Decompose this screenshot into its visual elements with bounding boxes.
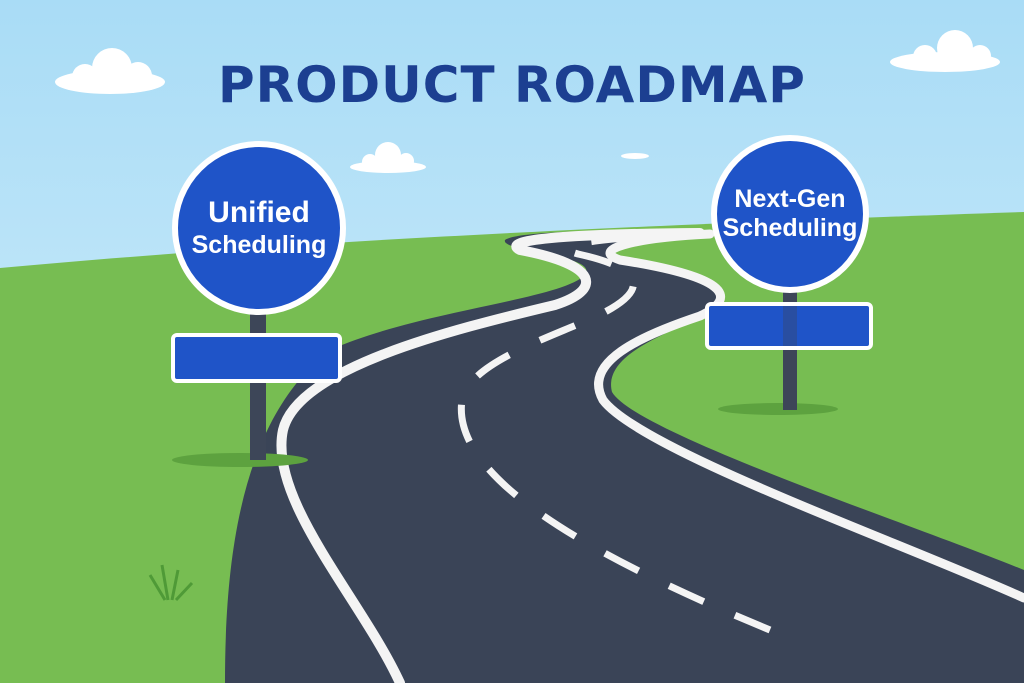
sign-line-1: Next-Gen — [734, 185, 846, 214]
sign-line-2: Scheduling — [191, 230, 327, 259]
sign-unified-scheduling: Unified Scheduling — [172, 141, 346, 315]
cloud-icon — [621, 153, 649, 159]
cloud-icon — [350, 142, 426, 173]
sign-next-gen-scheduling: Next-Gen Scheduling — [711, 135, 869, 293]
left-blank-plaque — [171, 333, 342, 383]
shadows — [172, 403, 838, 467]
page-title: PRODUCT ROADMAP — [218, 56, 806, 114]
cloud-icon — [890, 30, 1000, 72]
grass-tuft-icon — [148, 564, 194, 602]
clouds — [55, 30, 1000, 173]
cloud-icon — [55, 48, 165, 94]
right-blank-plaque — [705, 302, 873, 350]
sign-line-2: Scheduling — [722, 214, 858, 242]
center-line — [457, 229, 772, 634]
road — [225, 228, 1024, 683]
sign-line-1: Unified — [208, 196, 310, 230]
